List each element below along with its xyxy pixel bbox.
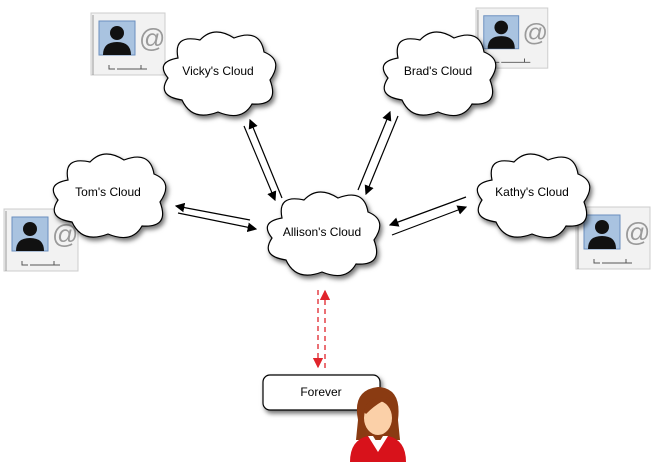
arrow-tom-to-allison	[177, 212, 258, 233]
arrow-allison-to-tom	[174, 202, 251, 221]
cloud-label-kathy: Kathy's Cloud	[495, 185, 569, 199]
arrow-kathy-to-allison	[388, 196, 467, 227]
dashed-links	[312, 289, 331, 369]
arrow-allison-to-kathy	[391, 205, 468, 236]
link-arrows	[174, 110, 468, 236]
arrow-vicky-to-allison	[243, 125, 277, 202]
cloud-label-vicky: Vicky's Cloud	[182, 64, 253, 78]
arrow-allison-to-brad	[357, 110, 392, 191]
forever-label: Forever	[300, 385, 341, 399]
cloud-label-brad: Brad's Cloud	[404, 64, 472, 78]
contact-card-icon-vicky	[90, 12, 166, 76]
cloud-label-tom: Tom's Cloud	[75, 185, 141, 199]
cloud-label-allison: Allison's Cloud	[283, 225, 361, 239]
user-avatar-icon	[350, 387, 406, 462]
arrow-brad-to-allison	[364, 115, 399, 196]
arrow-allison-to-vicky	[248, 118, 283, 199]
contact-card-icon-kathy	[575, 206, 651, 270]
